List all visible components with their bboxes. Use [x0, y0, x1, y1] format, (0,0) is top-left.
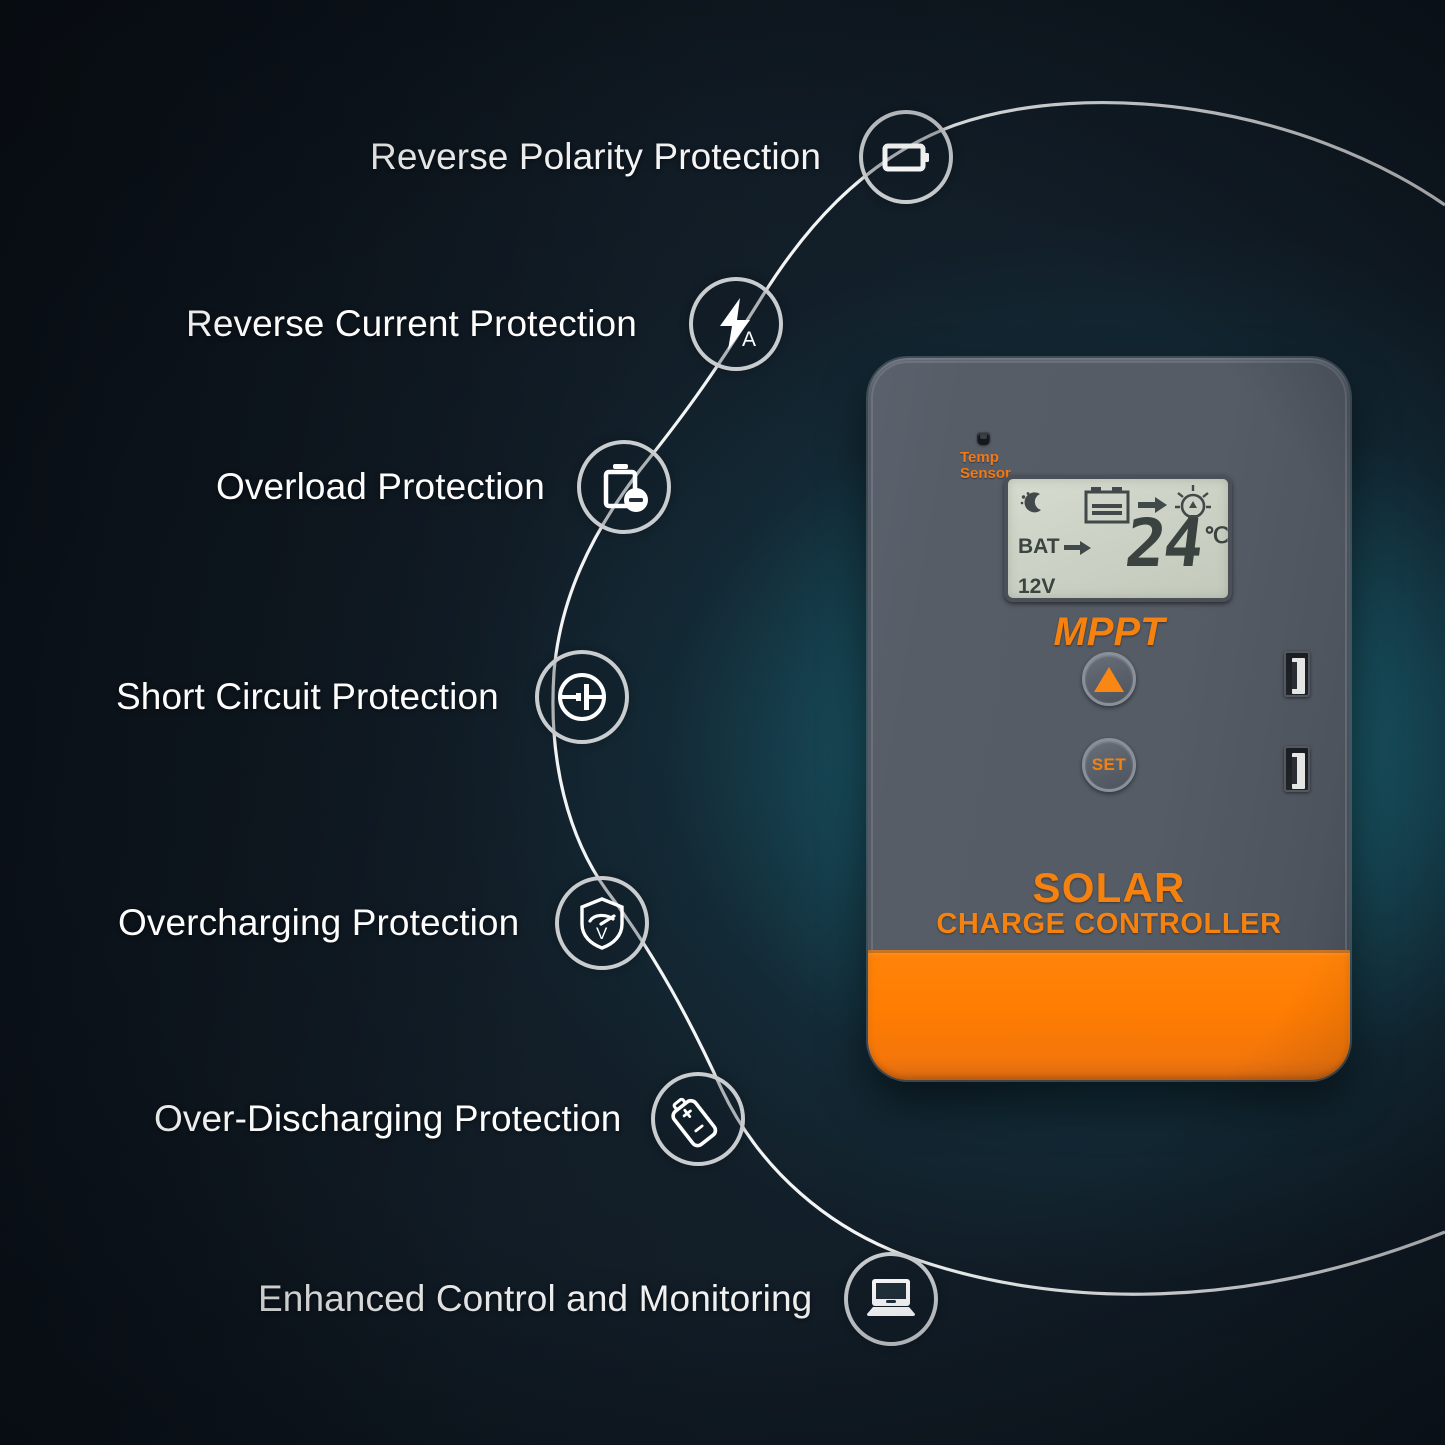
reverse-polarity-icon [859, 110, 953, 204]
battery-charge-icon [1084, 487, 1130, 524]
feature-overcharging: Overcharging Protection V [118, 876, 650, 970]
feature-label: Overcharging Protection [118, 902, 520, 943]
svg-text:A: A [742, 328, 756, 351]
set-button-label: SET [1091, 755, 1127, 774]
feature-overload: Overload Protection [216, 440, 671, 534]
solar-charge-controller-device [868, 358, 1350, 1080]
temp-sensor-line1: Temp [960, 449, 999, 466]
short-circuit-icon [534, 650, 629, 744]
moon-stars-icon [1020, 492, 1041, 513]
feature-label: Reverse Current Protection [186, 303, 637, 344]
triangle-up-icon [1094, 666, 1124, 692]
lcd-temperature-unit: ℃ [1204, 523, 1229, 548]
over-discharging-icon [651, 1072, 746, 1166]
feature-over-discharging: Over-Discharging Protection [154, 1072, 746, 1166]
temp-sensor-port [977, 432, 990, 445]
lcd-bat-label: BAT [1018, 535, 1060, 558]
enhanced-control-icon [844, 1252, 939, 1346]
feature-label: Overload Protection [216, 466, 545, 507]
device-orange-base [868, 950, 1350, 1080]
feature-short-circuit: Short Circuit Protection [116, 650, 629, 744]
feature-reverse-current: Reverse Current Protection A [186, 277, 783, 371]
overcharging-icon: V [555, 876, 650, 970]
feature-reverse-polarity: Reverse Polarity Protection [370, 110, 953, 204]
feature-label: Reverse Polarity Protection [370, 136, 821, 177]
lcd-display: BAT 24 ℃ 12V [1004, 475, 1232, 602]
lcd-voltage-label: 12V [1018, 575, 1056, 598]
brand-solar: SOLAR [1032, 864, 1186, 911]
temp-sensor-line2: Sensor [960, 465, 1011, 482]
temp-sensor-label: Temp Sensor [960, 450, 1011, 482]
feature-enhanced-control: Enhanced Control and Monitoring [258, 1252, 939, 1346]
feature-label: Short Circuit Protection [116, 676, 499, 717]
brand-charge-controller: CHARGE CONTROLLER [936, 908, 1282, 940]
set-button[interactable]: SET [1082, 738, 1136, 792]
overload-icon [576, 440, 671, 534]
usb-port-bottom [1284, 746, 1310, 792]
usb-port-top [1284, 651, 1310, 697]
mppt-label: MPPT [1053, 610, 1165, 654]
svg-text:V: V [596, 924, 608, 943]
bat-arrow-right-icon [1064, 541, 1091, 555]
lcd-temperature-value: 24 [1121, 505, 1207, 582]
feature-label: Over-Discharging Protection [154, 1098, 622, 1139]
feature-label: Enhanced Control and Monitoring [258, 1278, 813, 1319]
reverse-current-icon: A [688, 277, 783, 371]
up-button[interactable] [1082, 652, 1136, 706]
